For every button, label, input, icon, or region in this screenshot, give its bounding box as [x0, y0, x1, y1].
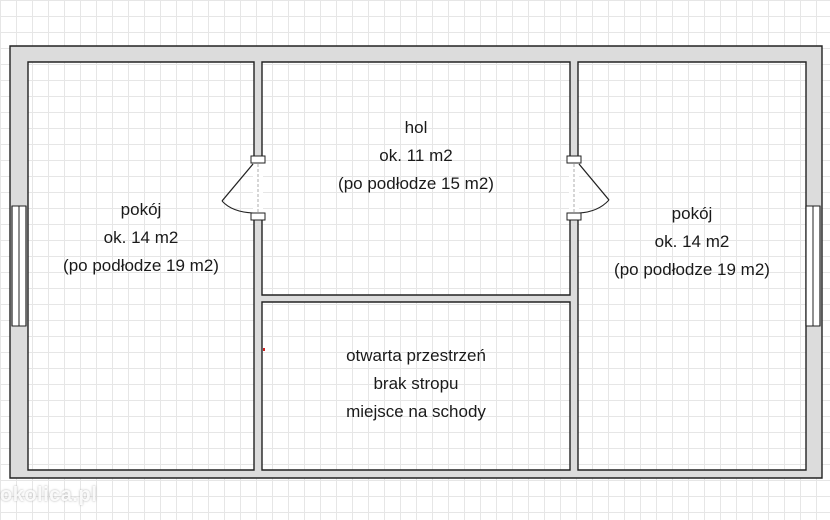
open-space-line2: brak stropu: [373, 374, 459, 393]
left-room-floor-area: (po podłodze 19 m2): [63, 256, 219, 275]
open-space-label: otwarta przestrzeń brak stropu miejsce n…: [262, 342, 570, 426]
left-door-leaf: [221, 163, 254, 202]
right-door-swing: [578, 199, 610, 214]
left-room-label: pokój ok. 14 m2 (po podłodze 19 m2): [28, 196, 254, 280]
left-door-swing: [221, 200, 254, 214]
right-room-name: pokój: [671, 204, 713, 223]
hall-name: hol: [404, 118, 428, 137]
left-room-name: pokój: [120, 200, 162, 219]
hall-area: ok. 11 m2: [379, 146, 453, 165]
left-door-gap: [253, 162, 263, 214]
right-room-label: pokój ok. 14 m2 (po podłodze 19 m2): [578, 200, 806, 284]
right-door-leaf: [578, 163, 610, 201]
red-mark: [263, 348, 265, 351]
hall-floor-area: (po podłodze 15 m2): [338, 174, 494, 193]
outer-walls: [9, 45, 823, 479]
left-window: [11, 205, 27, 327]
right-room-floor-area: (po podłodze 19 m2): [614, 260, 770, 279]
right-room-area: ok. 14 m2: [654, 232, 730, 251]
right-door-gap: [569, 162, 579, 214]
watermark-logo: okolica.pl: [0, 484, 98, 506]
left-room-area: ok. 14 m2: [103, 228, 179, 247]
hall-label: hol ok. 11 m2 (po podłodze 15 m2): [262, 114, 570, 198]
open-space-line1: otwarta przestrzeń: [346, 346, 486, 365]
right-window: [805, 205, 821, 327]
open-space-line3: miejsce na schody: [346, 402, 486, 421]
